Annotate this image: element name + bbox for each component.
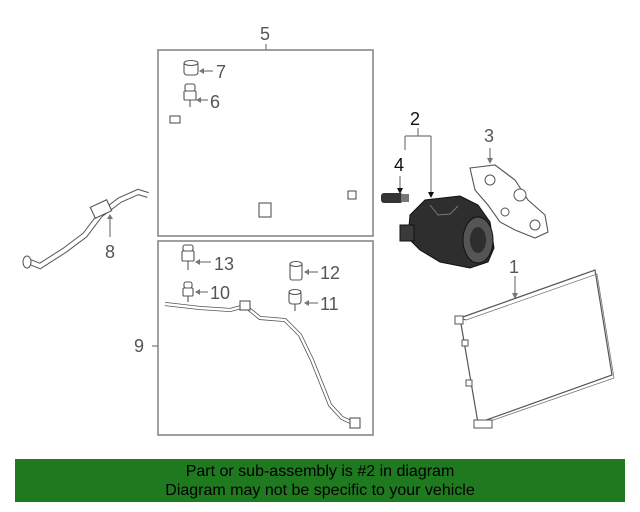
- part-10-valve[interactable]: [182, 281, 194, 302]
- part-4-switch[interactable]: [381, 193, 409, 203]
- part-8-hose[interactable]: [22, 188, 149, 270]
- part-info-banner: Part or sub-assembly is #2 in diagram Di…: [15, 459, 625, 502]
- callout-1[interactable]: 1: [509, 257, 519, 277]
- part-1-condenser[interactable]: [454, 269, 615, 429]
- part-3-bracket[interactable]: [469, 164, 549, 239]
- part-6-valve[interactable]: [183, 83, 197, 107]
- callout-11[interactable]: 11: [320, 294, 339, 314]
- callout-5[interactable]: 5: [260, 24, 270, 44]
- callout-4[interactable]: 4: [394, 155, 404, 175]
- part-5-hose[interactable]: [169, 115, 357, 218]
- part-2-compressor[interactable]: [399, 195, 495, 269]
- part-12-cap[interactable]: [289, 260, 303, 281]
- callout-9[interactable]: 9: [134, 336, 144, 356]
- callout-8[interactable]: 8: [105, 242, 115, 262]
- callout-2[interactable]: 2: [410, 109, 420, 129]
- part-9-hose[interactable]: [164, 300, 361, 429]
- banner-line-1: Part or sub-assembly is #2 in diagram: [185, 463, 455, 480]
- callout-10[interactable]: 10: [210, 283, 230, 303]
- banner-line-2: Diagram may not be specific to your vehi…: [165, 482, 475, 499]
- parts-diagram: 5 9 7 6 8 13: [22, 24, 615, 436]
- callout-7[interactable]: 7: [216, 62, 226, 82]
- part-13-valve[interactable]: [181, 244, 195, 270]
- part-11-cap[interactable]: [288, 288, 302, 312]
- group-9-box: [157, 240, 374, 436]
- callout-12[interactable]: 12: [320, 263, 340, 283]
- callout-3[interactable]: 3: [484, 126, 494, 146]
- callout-6[interactable]: 6: [210, 92, 220, 112]
- callout-13[interactable]: 13: [214, 254, 234, 274]
- part-7-cap[interactable]: [183, 59, 199, 76]
